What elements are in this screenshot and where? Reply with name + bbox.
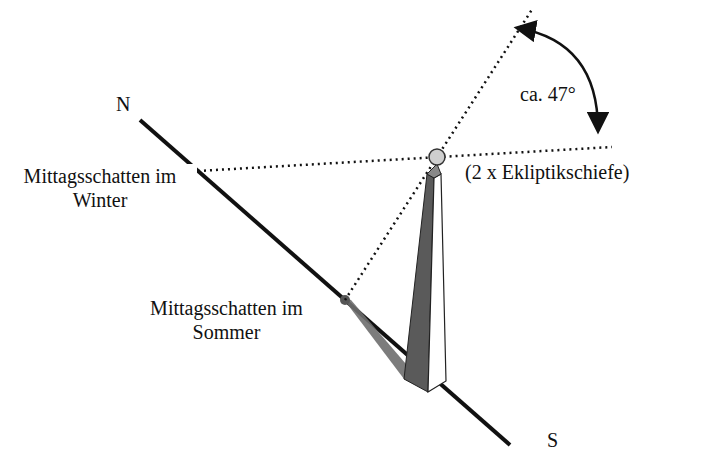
note-label: (2 x Ekliptikschiefe) — [463, 160, 631, 184]
shadow-label: Mittagsschatten im Sommer — [122, 296, 331, 344]
angle-arc — [518, 28, 598, 130]
obelisk-light-face — [428, 174, 446, 392]
angle-label: ca. 47° — [518, 82, 578, 106]
obelisk-sphere — [429, 149, 445, 165]
compass-letter: S — [545, 428, 560, 452]
obelisk-tip — [427, 164, 441, 178]
compass-letter: N — [114, 92, 132, 116]
shadow-label: Mittagsschatten im Winter — [3, 164, 197, 212]
